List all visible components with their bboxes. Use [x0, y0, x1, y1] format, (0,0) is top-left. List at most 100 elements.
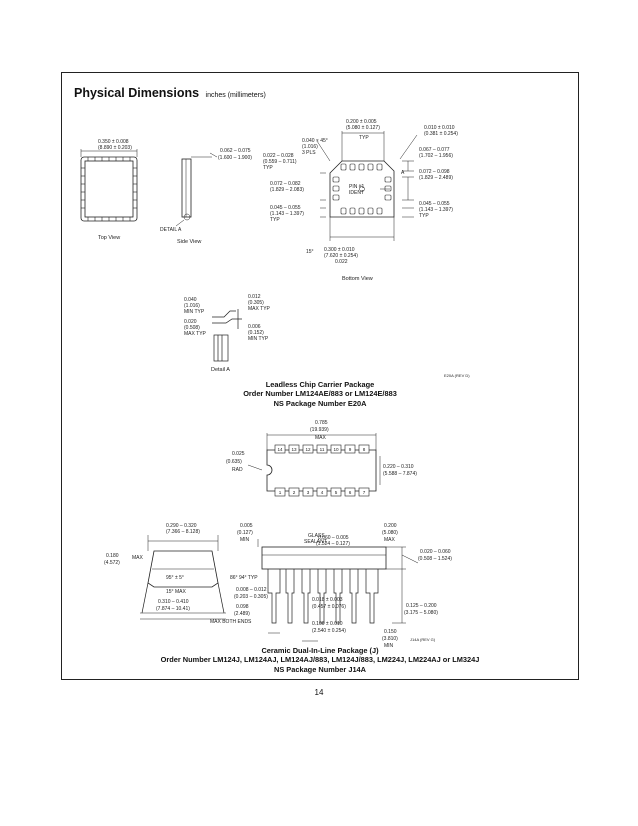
dip-top-pins [274, 444, 370, 497]
dip-seat-mm: (0.508 – 1.524) [418, 556, 452, 562]
pin1-ident: IDENT [349, 190, 364, 196]
dip-shoulder-note: MAX BOTH ENDS [210, 619, 252, 625]
dip-top-view [247, 433, 381, 492]
dip-pitch: 0.100 ± 0.010 [312, 621, 343, 627]
dip-lead-thk: 0.008 – 0.012 [236, 587, 267, 593]
dip-pin-10: 10 [333, 447, 339, 452]
side-height-dim: 0.062 – 0.075 [220, 148, 251, 154]
dip-body-1-mm: (1.524 – 0.127) [316, 541, 350, 547]
dip-end-2-mm: (0.127) [237, 530, 253, 536]
physical-dimensions-frame: Physical Dimensions inches (millimeters)… [61, 72, 579, 680]
dip-angle-1: 95° ± 5° [166, 575, 184, 581]
lcc-bottom-view-labels: 0.200 ± 0.005 (5.080 ± 0.127) TYP 0.040 … [263, 119, 458, 282]
pin1-label: PIN #1 [349, 184, 365, 190]
bottom-top-dim: 0.200 ± 0.005 [346, 119, 377, 125]
lcc-side-view-labels: 0.062 – 0.075 (1.600 – 1.900) DETAIL A S… [160, 148, 252, 245]
right-dim-1: 0.010 ± 0.010 [424, 125, 455, 131]
dip-end-1-mm: (7.366 – 8.128) [166, 529, 200, 535]
dip-pin-8: 8 [363, 447, 366, 452]
dip-pin-3: 3 [307, 490, 310, 495]
pad-dim-typ: TYP [263, 165, 273, 171]
top-view-label: Top View [98, 235, 120, 241]
pad-dim: 0.022 – 0.028 [263, 153, 294, 159]
bottom-view-label: Bottom View [342, 276, 373, 282]
lcc-caption: Leadless Chip Carrier Package Order Numb… [62, 380, 578, 408]
top-width-dim: 0.350 ± 0.008 [98, 139, 129, 145]
lcc-side-view [175, 152, 218, 227]
right-dim-2-mm: (1.702 – 1.956) [419, 153, 453, 159]
dip-end-2: 0.005 [240, 523, 253, 529]
mechanical-drawing: 0.350 ± 0.008 (8.890 ± 0.203) Top View 0… [80, 119, 470, 649]
detail-a-label: Detail A [211, 367, 230, 373]
dip-notch-rad: RAD [232, 467, 243, 473]
dip-lead-w-mm: (0.457 ± 0.076) [312, 604, 346, 610]
page-number: 14 [314, 688, 324, 697]
dip-length: 0.785 [315, 420, 328, 426]
lcc-caption-line-3: NS Package Number E20A [273, 398, 367, 408]
dip-end-1: 0.290 – 0.320 [166, 523, 197, 529]
dip-caption: Ceramic Dual-In-Line Package (J) Order N… [62, 646, 578, 674]
dip-lead-thk-mm: (0.203 – 0.305) [234, 594, 268, 600]
right-dim-4-mm: (1.143 – 1.397) [419, 207, 453, 213]
dip-angle-typ: 86° 94° TYP [230, 575, 258, 581]
dip-lead-radius: 0.180 [106, 553, 119, 559]
dip-length-mm: (19.939) [310, 427, 329, 433]
bottom-dim-mm: (7.620 ± 0.254) [324, 253, 358, 259]
lcc-detail-a-labels: 0.040 (1.016) MIN TYP 0.020 (0.508) MAX … [184, 294, 470, 378]
dip-lead-span-mm: (7.874 – 10.41) [156, 606, 190, 612]
dip-width-mm: (5.588 – 7.874) [383, 471, 417, 477]
section-subtitle: inches (millimeters) [205, 92, 266, 99]
dip-lead-radius-mm: (4.572) [104, 560, 120, 566]
lcc-top-view [80, 149, 138, 222]
dip-lead-w: 0.018 ± 0.003 [312, 597, 343, 603]
lcc-bottom-view [316, 131, 418, 241]
detail-dim-3: 0.012 [248, 294, 261, 300]
dip-pin-9: 9 [349, 447, 352, 452]
dip-min-len-min: MIN [384, 643, 394, 649]
side-view-label: Side View [177, 239, 201, 245]
dip-top-view-labels: 0.785 (19.939) MAX 0.025 (0.635) RAD 0.2… [226, 420, 417, 477]
dip-sealant: SEALANT [304, 539, 327, 545]
detail-dim-3-mm: (0.305) [248, 300, 264, 306]
dip-drawing-number: J14A (REV G) [410, 637, 436, 642]
detail-dim-2-mm: (0.508) [184, 325, 200, 331]
dip-height-mm: (5.080) [382, 530, 398, 536]
right-dim-2: 0.067 – 0.077 [419, 147, 450, 153]
dip-pin-12: 12 [305, 447, 311, 452]
dip-side-view [257, 539, 419, 642]
dip-shoulder-mm: (2.489) [234, 611, 250, 617]
dip-pin-5: 5 [335, 490, 338, 495]
bottom-top-dim-mm: (5.080 ± 0.127) [346, 125, 380, 131]
dip-end-view [140, 535, 226, 620]
bottom-top-dim-typ: TYP [359, 135, 369, 141]
right-dim-1-mm: (0.381 ± 0.254) [424, 131, 458, 137]
dip-pin-13: 13 [291, 447, 297, 452]
dip-lead-span: 0.310 – 0.410 [158, 599, 189, 605]
dip-notch-mm: (0.635) [226, 459, 242, 465]
detail-dim-2: 0.020 [184, 319, 197, 325]
dip-caption-line-2: Order Number LM124J, LM124AJ, LM124AJ/88… [160, 655, 480, 665]
right-dim-4-typ: TYP [419, 213, 429, 219]
left-dim-1-mm: (1.143 – 1.397) [270, 211, 304, 217]
dip-body-1: 0.060 – 0.005 [318, 535, 349, 541]
dip-pin-11: 11 [320, 447, 325, 452]
bottom-dim: 0.300 ± 0.010 [324, 247, 355, 253]
detail-dim-4: 0.006 [248, 324, 261, 330]
detail-dim-1: 0.040 [184, 297, 197, 303]
lcc-caption-line-2: Order Number LM124AE/883 or LM124E/883 [243, 389, 397, 399]
left-dim-1: 0.045 – 0.055 [270, 205, 301, 211]
view-mark-a: A [401, 170, 405, 176]
bottom-dim-2: 0.022 [335, 259, 348, 265]
dip-pin-7: 7 [363, 490, 366, 495]
left-dim-2: 0.072 – 0.082 [270, 181, 301, 187]
dip-pin-2: 2 [293, 490, 296, 495]
left-dim-1-typ: TYP [270, 217, 280, 223]
lcc-detail-a [212, 309, 242, 362]
right-dim-3: 0.072 – 0.098 [419, 169, 450, 175]
dip-pin-6: 6 [349, 490, 352, 495]
dip-pin-1: 1 [279, 490, 282, 495]
dip-pin-numbers: 14 13 12 11 10 9 8 1 2 3 4 5 6 7 [277, 447, 365, 495]
detail-a-ref: DETAIL A [160, 227, 182, 233]
section-title: Physical Dimensions [74, 86, 200, 100]
dip-angle-2: 15° MAX [166, 589, 186, 595]
